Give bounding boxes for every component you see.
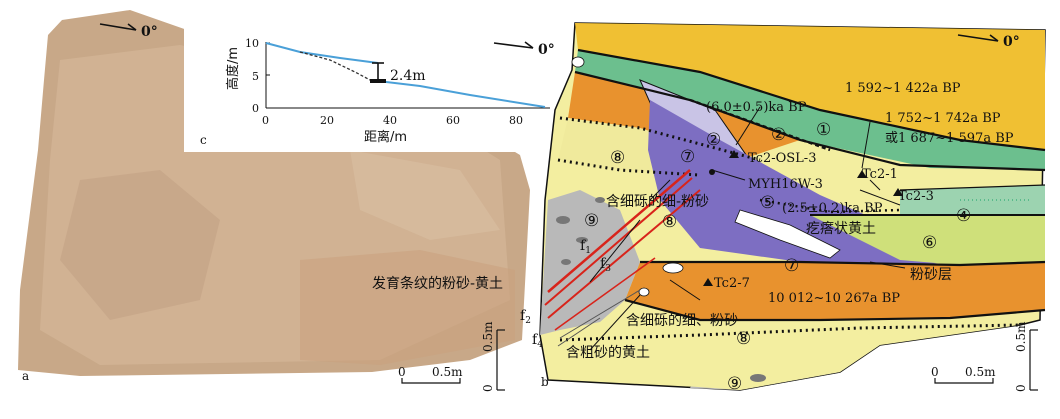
unit-4-label: ④	[956, 206, 971, 226]
unit-9-gravel	[540, 190, 640, 335]
north-label-a: 0°	[141, 24, 158, 40]
sample-tc2-3: Tc2-3	[898, 189, 934, 204]
inset-ytick-0: 0	[252, 102, 259, 115]
north-arrow-b: 0°	[493, 41, 555, 58]
inset-xtick-60: 60	[446, 114, 460, 127]
unit-2-green-band	[575, 50, 1045, 170]
annot-fine-gravel-silt: 含细砾的细-粉砂	[606, 194, 709, 210]
sample-myh16w-3: MYH16W-3	[748, 177, 823, 192]
annot-coarse-sand-loess: 含粗砂的黄土	[566, 344, 650, 361]
scale-bar-a: 0 0.5m 0.5m 0	[398, 321, 505, 392]
sample-marker-osl3	[729, 150, 739, 158]
inset-xtick-40: 40	[383, 114, 397, 127]
sample-tc2-1: Tc2-1	[862, 167, 898, 182]
scale-a-vzero: 0	[481, 384, 495, 392]
panel-b-label: b	[541, 375, 549, 389]
sample-tc2-7: Tc2-7	[714, 276, 750, 291]
scale-a-half: 0.5m	[432, 365, 463, 379]
sample-marker-myh16w	[709, 169, 715, 175]
orange-block-lower	[625, 262, 1045, 320]
unit-7-label-b: ⑦	[784, 256, 799, 276]
unit-2-label-a: ②	[706, 130, 721, 150]
unit-6-label: ⑥	[922, 233, 937, 253]
unit-9-label-b: ⑨	[727, 374, 742, 394]
scale-a-zero: 0	[398, 365, 406, 379]
age-osl-upper: (6.0±0.5)ka BP	[706, 100, 807, 115]
sample-marker-tc2-7	[703, 278, 713, 286]
profile-scarp	[299, 51, 373, 82]
inset-xtick-20: 20	[320, 114, 334, 127]
fault-label-f3: f3	[600, 256, 611, 274]
scale-bar-b: 0 0.5m 0.5m 0	[931, 321, 1038, 392]
inset-xtick-0: 0	[262, 114, 269, 127]
north-arrow-a: 0°	[99, 23, 158, 40]
fault-label-f1: f1	[580, 238, 591, 256]
age-c14-7: 10 012~10 267a BP	[768, 291, 900, 306]
inset-ylabel: 高度/m	[225, 47, 241, 90]
unit-8-label-b: ⑧	[662, 212, 677, 232]
scale-b-vzero: 0	[1014, 384, 1028, 392]
panel-b-log	[539, 22, 1046, 391]
fault-zone	[544, 169, 701, 347]
unit-8-label-c: ⑧	[736, 329, 751, 349]
unit-6-band	[810, 215, 1045, 265]
sample-tc2-osl-3: Tc2-OSL-3	[748, 151, 816, 166]
unit-9-label-a: ⑨	[584, 211, 599, 231]
fault-label-f2: f2	[520, 308, 531, 326]
unit-1-band	[575, 23, 1045, 150]
age-c14-3: 或1 687~1 597a BP	[885, 131, 1014, 146]
inset-ytick-10: 10	[245, 37, 259, 50]
age-osl-lower: (2.5±0.2)ka BP	[782, 201, 883, 216]
north-label-b: 0°	[538, 42, 555, 58]
age-c14-2: 1 752~1 742a BP	[885, 111, 1001, 126]
unit-1-label: ①	[816, 120, 831, 140]
profile-line-upper	[265, 42, 379, 64]
annot-nodular-loess: 疙瘩状黄土	[806, 220, 876, 237]
north-arrow-right: 0°	[957, 34, 1020, 50]
scale-a-vertical: 0.5m	[481, 321, 495, 352]
inset-xlabel: 距离/m	[364, 129, 407, 145]
panel-c-inset: 0 5 10 0 20 40 60 80 2.4m 高度/m 距离/m c	[184, 28, 556, 152]
unit-5-label: ⑤	[760, 193, 775, 213]
unit-2-label-b: ②	[771, 125, 786, 145]
annot-silt-layer: 粉砂层	[910, 267, 952, 283]
unit-7-label-a: ⑦	[680, 147, 695, 167]
profile-line-lower	[377, 80, 546, 108]
north-label-right: 0°	[1003, 34, 1020, 50]
panel-c-label: c	[200, 133, 207, 147]
age-c14-1: 1 592~1 422a BP	[845, 81, 961, 96]
step-label: 2.4m	[390, 68, 426, 84]
fault-label-f4: f4	[532, 332, 543, 350]
annot-striated-silt-loess: 发育条纹的粉砂-黄土	[372, 275, 503, 292]
inset-ytick-5: 5	[252, 70, 259, 83]
unit-8-label-a: ⑧	[610, 148, 625, 168]
scale-b-zero: 0	[931, 365, 939, 379]
inset-xtick-80: 80	[509, 114, 523, 127]
sample-marker-tc2-3	[893, 188, 903, 196]
sample-marker-tc2-1	[857, 170, 867, 178]
scale-b-vertical: 0.5m	[1014, 321, 1028, 352]
panel-a-label: a	[22, 369, 29, 383]
scale-b-half: 0.5m	[965, 365, 996, 379]
annot-fine-gravel-silt-2: 含细砾的细、粉砂	[626, 313, 738, 329]
